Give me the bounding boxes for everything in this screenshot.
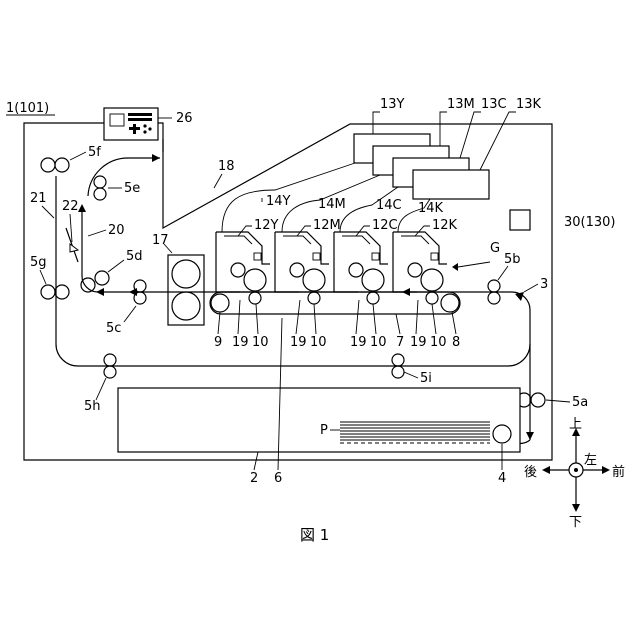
toner-containers — [354, 134, 489, 199]
label-5c: 5c — [106, 321, 121, 336]
toner-container-13K — [413, 170, 489, 199]
roller-pair-5e — [94, 176, 106, 200]
label-6: 6 — [274, 471, 282, 486]
label-19-1: 19 — [232, 335, 249, 350]
roller-pair-5d — [81, 271, 109, 292]
label-13C: 13C — [481, 97, 507, 112]
label-9: 9 — [214, 335, 222, 350]
direction-back: 後 — [524, 465, 537, 480]
roller-pair-5f — [41, 158, 69, 172]
label-5d: 5d — [126, 249, 143, 264]
label-13K: 13K — [516, 97, 542, 112]
paper-cassette — [118, 388, 520, 452]
label-14Y: 14Y — [266, 194, 291, 209]
label-13Y: 13Y — [380, 97, 405, 112]
direction-indicator: 上 下 左 後 前 — [524, 417, 625, 530]
direction-front: 前 — [612, 464, 625, 480]
label-14K: 14K — [418, 201, 444, 216]
label-14C: 14C — [376, 198, 402, 213]
label-5b: 5b — [504, 252, 521, 267]
label-12Y: 12Y — [254, 218, 279, 233]
label-10-4: 10 — [430, 335, 447, 350]
label-5a: 5a — [572, 395, 588, 410]
label-30: 30(130) — [564, 215, 616, 230]
switching-member-22 — [70, 244, 78, 252]
label-19-2: 19 — [290, 335, 307, 350]
label-5e: 5e — [124, 181, 140, 196]
label-10-3: 10 — [370, 335, 387, 350]
image-forming-unit-12Y — [216, 232, 270, 304]
label-10-2: 10 — [310, 335, 327, 350]
label-26: 26 — [176, 111, 193, 126]
label-3: 3 — [540, 277, 548, 292]
figure-caption: 図 1 — [300, 526, 329, 544]
label-14M: 14M — [318, 197, 346, 212]
label-10-1: 10 — [252, 335, 269, 350]
operation-panel — [104, 108, 172, 140]
label-12M: 12M — [313, 218, 341, 233]
label-2: 2 — [250, 471, 258, 486]
apparatus-label: 1(101) — [6, 101, 49, 116]
direction-down: 下 — [569, 515, 582, 530]
image-forming-unit-12K — [393, 232, 447, 304]
label-8: 8 — [452, 335, 460, 350]
label-22: 22 — [62, 199, 79, 214]
label-4: 4 — [498, 471, 506, 486]
label-18: 18 — [218, 159, 235, 174]
label-13M: 13M — [447, 97, 475, 112]
label-5h: 5h — [84, 399, 101, 414]
label-21: 21 — [30, 191, 47, 206]
label-G: G — [490, 241, 500, 256]
label-P: P — [320, 423, 328, 438]
roller-pair-5g — [41, 285, 69, 299]
label-5g: 5g — [30, 255, 47, 270]
label-20: 20 — [108, 223, 125, 238]
direction-up: 上 — [569, 417, 582, 432]
direction-left: 左 — [584, 453, 597, 468]
label-12K: 12K — [432, 218, 458, 233]
transfer-belt — [210, 292, 460, 314]
label-5i: 5i — [420, 371, 432, 386]
image-forming-unit-12C — [334, 232, 388, 304]
controller-box — [510, 210, 530, 230]
label-19-3: 19 — [350, 335, 367, 350]
label-7: 7 — [396, 335, 404, 350]
roller-pair-5a — [517, 393, 545, 407]
label-19-4: 19 — [410, 335, 427, 350]
belt-roller-8 — [441, 294, 459, 312]
label-5f: 5f — [88, 145, 101, 160]
bottom-leaders — [218, 300, 456, 334]
fuser — [168, 255, 204, 325]
image-forming-units — [216, 232, 447, 304]
belt-roller-9 — [211, 294, 229, 312]
image-forming-unit-12M — [275, 232, 329, 304]
label-12C: 12C — [372, 218, 398, 233]
